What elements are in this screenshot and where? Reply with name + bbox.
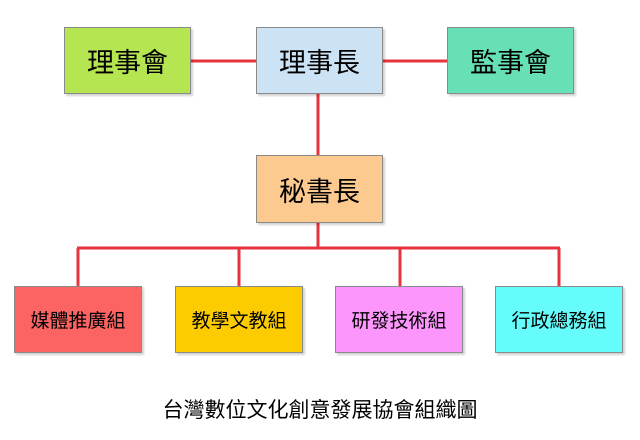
node-label: 媒體推廣組 [30, 310, 126, 332]
node-board-of-directors: 理事會 [64, 27, 191, 94]
node-chairman: 理事長 [256, 27, 383, 94]
node-label: 教學文教組 [191, 310, 287, 332]
node-label: 監事會 [470, 48, 551, 79]
node-label: 秘書長 [279, 176, 360, 208]
node-department-media: 媒體推廣組 [14, 286, 142, 353]
node-department-admin: 行政總務組 [495, 286, 623, 353]
node-board-of-supervisors: 監事會 [447, 27, 574, 94]
node-secretary-general: 秘書長 [256, 155, 383, 223]
diagram-caption: 台灣數位文化創意發展協會組織圖 [162, 398, 478, 422]
node-department-education: 教學文教組 [175, 286, 303, 353]
node-label: 研發技術組 [351, 310, 447, 332]
node-department-rnd: 研發技術組 [335, 286, 463, 353]
node-label: 理事會 [87, 48, 168, 79]
node-label: 行政總務組 [511, 310, 607, 332]
node-label: 理事長 [279, 48, 360, 79]
